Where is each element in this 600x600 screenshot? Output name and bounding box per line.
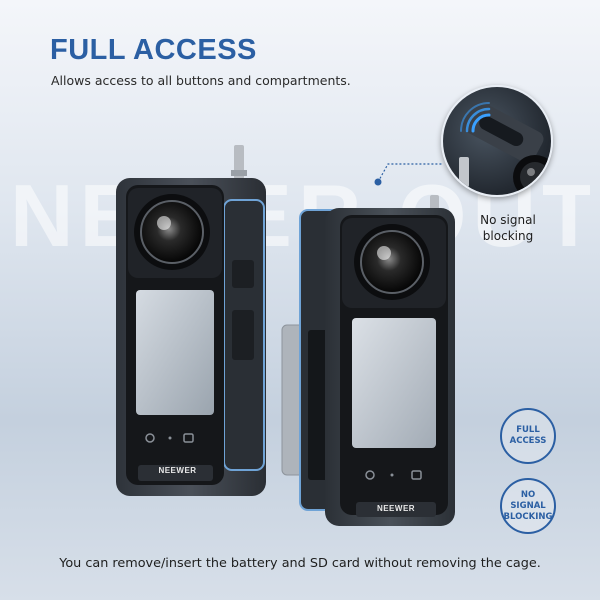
brand-logo-left: NEEWER xyxy=(158,466,197,475)
camera-cage-right-image xyxy=(281,195,455,526)
no-signal-blocking-badge: NO SIGNAL BLOCKING xyxy=(500,478,556,534)
full-access-badge: FULL ACCESS xyxy=(500,408,556,464)
brand-logo-right: NEEWER xyxy=(376,504,416,513)
callout-leader-line xyxy=(374,163,442,186)
callout-label: No signal blocking xyxy=(480,213,536,243)
signal-detail-zoom-image xyxy=(441,85,553,197)
camera-cage-left-image xyxy=(116,145,266,496)
page-caption: You can remove/insert the battery and SD… xyxy=(59,556,541,571)
page-subtitle: Allows access to all buttons and compart… xyxy=(51,73,351,88)
page-title: FULL ACCESS xyxy=(50,34,257,66)
